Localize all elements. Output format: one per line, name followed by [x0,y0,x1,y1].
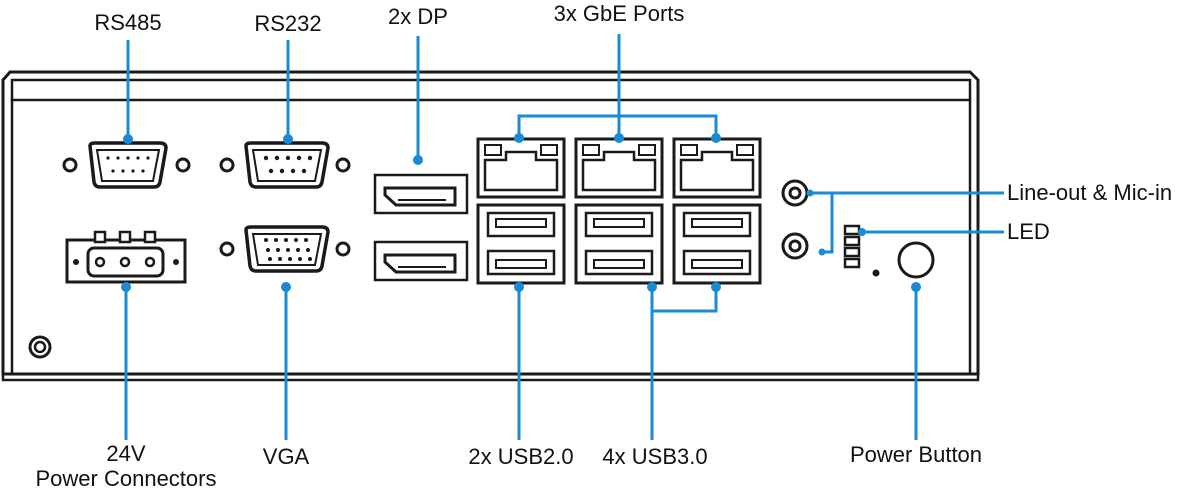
line-out-jack-icon [781,179,809,207]
gbe-port-3-icon [672,137,762,199]
power-button-icon [897,241,935,279]
leader-lines [121,34,1004,440]
label-rs232: RS232 [254,11,321,36]
vga-port-icon [219,225,351,273]
label-audio: Line-out & Mic-in [1007,180,1172,205]
led-indicator-icon [843,224,880,277]
gbe-port-2-icon [574,137,664,199]
label-power-line1: 24V [106,441,145,466]
usb2-port-stack-icon [476,203,566,285]
power-connector-icon [65,230,187,284]
usb3-port-stack-1-icon [574,203,664,285]
label-gbe: 3x GbE Ports [554,1,685,26]
ground-screw-icon [28,335,52,359]
label-power-line2: Power Connectors [36,466,217,491]
displayport-top-icon [373,173,469,215]
label-vga: VGA [263,444,310,469]
label-rs485: RS485 [94,10,161,35]
rs485-port-icon [62,141,191,189]
label-led: LED [1007,219,1050,244]
mic-in-jack-icon [781,232,809,260]
usb3-port-stack-2-icon [672,203,762,285]
label-usb2: 2x USB2.0 [468,444,573,469]
rs232-port-icon [219,141,351,189]
label-dp: 2x DP [388,4,448,29]
label-usb3: 4x USB3.0 [602,444,707,469]
displayport-bottom-icon [373,240,469,282]
label-power-button: Power Button [850,442,982,467]
gbe-port-1-icon [476,137,566,199]
